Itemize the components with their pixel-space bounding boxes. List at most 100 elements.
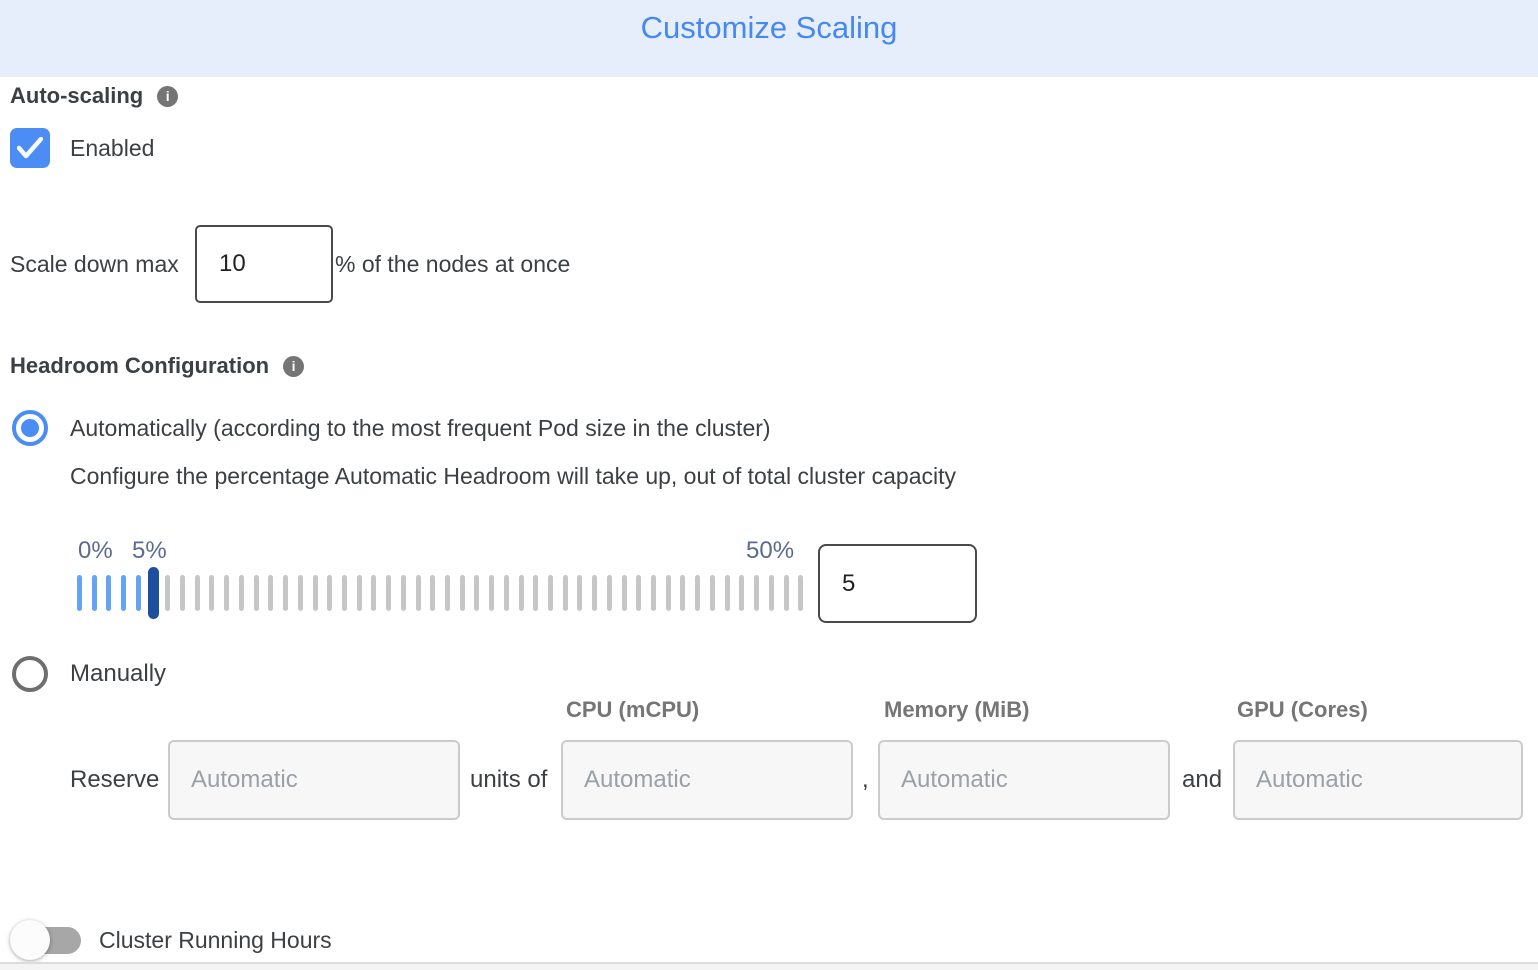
reserve-gpu-input[interactable] (1235, 742, 1521, 818)
slider-tick (783, 575, 789, 611)
slider-tick (695, 575, 701, 611)
slider-tick (768, 575, 774, 611)
cluster-running-hours-toggle[interactable] (10, 920, 81, 960)
slider-tick (268, 575, 274, 611)
scale-down-label-wrap: Scale down max (10, 225, 179, 303)
slider-tick (121, 575, 127, 611)
radio-dot-icon (21, 419, 39, 437)
headroom-value-box (818, 544, 977, 623)
slider-tick (533, 575, 539, 611)
toggle-knob (10, 920, 50, 960)
slider-tick (400, 575, 406, 611)
reserve-label-wrap: Reserve (70, 740, 159, 820)
slider-tick (165, 575, 171, 611)
manually-radio[interactable] (12, 656, 48, 692)
reserve-units-input[interactable] (170, 742, 458, 818)
footer-strip (0, 964, 1538, 970)
slider-tick (724, 575, 730, 611)
reserve-cpu-input[interactable] (563, 742, 851, 818)
slider-tick (577, 575, 583, 611)
slider-tick (135, 575, 141, 611)
slider-tick (253, 575, 259, 611)
page-title: Customize Scaling (640, 10, 898, 45)
slider-tick (356, 575, 362, 611)
reserve-memory-input[interactable] (880, 742, 1168, 818)
column-header-gpu: GPU (Cores) (1237, 697, 1368, 722)
auto-scaling-enabled-row: Enabled (10, 128, 154, 168)
slider-tick (636, 575, 642, 611)
auto-scaling-label: Auto-scaling (10, 83, 144, 108)
slider-tick (459, 575, 465, 611)
auto-scaling-section-label: Auto-scaling i (10, 83, 179, 109)
units-of-wrap: units of (470, 740, 547, 820)
bottom-divider (0, 962, 1538, 964)
headroom-description: Configure the percentage Automatic Headr… (70, 463, 956, 489)
enabled-label: Enabled (70, 134, 155, 161)
headroom-section-label: Headroom Configuration i (10, 353, 305, 379)
slider-handle-label: 5% (132, 537, 167, 564)
info-icon[interactable]: i (157, 85, 179, 107)
slider-tick (503, 575, 509, 611)
slider-tick (194, 575, 200, 611)
manually-option-label: Manually (70, 660, 167, 687)
automatic-radio[interactable] (12, 410, 48, 446)
and-separator: and (1182, 766, 1223, 793)
slider-max-label: 50% (746, 537, 795, 564)
slider-tick (238, 575, 244, 611)
and-wrap: and (1182, 740, 1222, 820)
slider-tick (680, 575, 686, 611)
headroom-automatic-option: Automatically (according to the most fre… (12, 410, 771, 446)
headroom-slider[interactable] (77, 575, 804, 611)
slider-tick (283, 575, 289, 611)
auto-scaling-enabled-checkbox[interactable] (10, 128, 50, 168)
slider-tick (489, 575, 495, 611)
units-of-label: units of (470, 766, 548, 793)
slider-tick (606, 575, 612, 611)
slider-tick (592, 575, 598, 611)
slider-tick (77, 575, 82, 611)
reserve-gpu-box (1233, 740, 1523, 820)
scale-down-suffix: % of the nodes at once (335, 250, 571, 277)
scale-down-input[interactable] (197, 227, 331, 301)
cluster-running-hours-label: Cluster Running Hours (99, 926, 332, 953)
slider-tick (709, 575, 715, 611)
scale-down-input-box (195, 225, 333, 303)
slider-tick (312, 575, 318, 611)
slider-tick (180, 575, 186, 611)
slider-tick (106, 575, 112, 611)
column-header-cpu: CPU (mCPU) (566, 697, 700, 722)
slider-tick (754, 575, 760, 611)
slider-tick (518, 575, 524, 611)
slider-tick (386, 575, 392, 611)
comma-separator: , (862, 766, 869, 793)
slider-tick (430, 575, 436, 611)
slider-tick (91, 575, 97, 611)
headroom-manual-option: Manually (12, 656, 166, 692)
headroom-label: Headroom Configuration (10, 353, 270, 378)
slider-tick (341, 575, 347, 611)
slider-tick (474, 575, 480, 611)
scale-down-suffix-wrap: % of the nodes at once (335, 225, 570, 303)
reserve-memory-box (878, 740, 1170, 820)
slider-tick (224, 575, 230, 611)
reserve-units-box (168, 740, 460, 820)
slider-tick (739, 575, 745, 611)
comma-wrap: , (862, 740, 869, 820)
slider-tick (665, 575, 671, 611)
checkmark-icon (17, 137, 43, 159)
info-icon[interactable]: i (283, 355, 305, 377)
cluster-running-hours-row: Cluster Running Hours (10, 918, 332, 962)
panel-header: Customize Scaling (0, 0, 1538, 77)
scale-down-label: Scale down max (10, 250, 179, 277)
slider-tick (651, 575, 657, 611)
slider-tick (562, 575, 568, 611)
slider-tick (444, 575, 450, 611)
reserve-label: Reserve (70, 766, 160, 793)
slider-tick (415, 575, 421, 611)
headroom-percentage-input[interactable] (820, 546, 975, 621)
slider-tick (798, 575, 804, 611)
slider-tick (621, 575, 627, 611)
slider-min-label: 0% (78, 537, 113, 564)
headroom-slider-handle[interactable] (147, 567, 159, 619)
